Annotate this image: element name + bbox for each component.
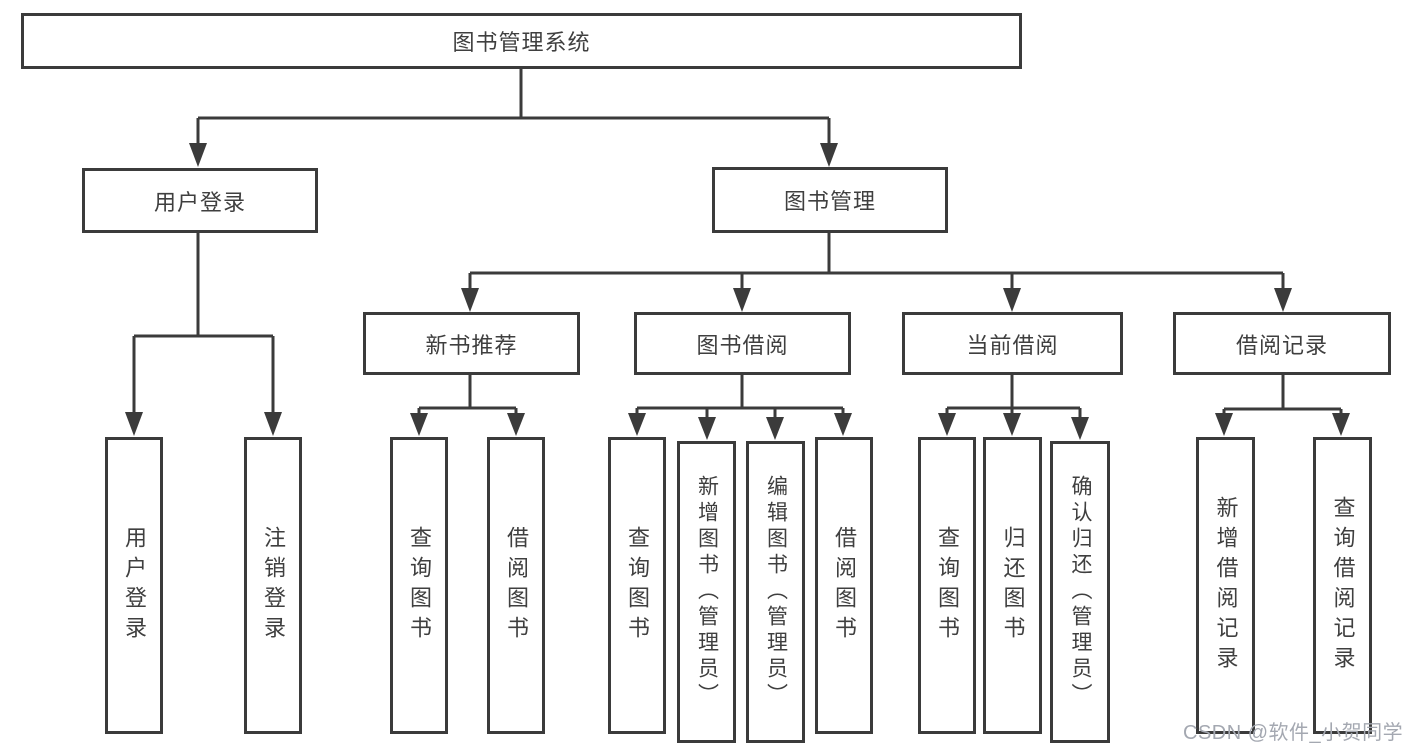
node-leaf-edit-books-admin: 编辑图书（管理员） [746, 441, 805, 743]
node-borrowing-records: 借阅记录 [1173, 312, 1391, 375]
node-user-login: 用户登录 [82, 168, 318, 233]
node-leaf-return-books: 归还图书 [983, 437, 1042, 734]
node-leaf-query-books-newbook: 查询图书 [390, 437, 448, 734]
node-leaf-query-books-borrowing: 查询图书 [608, 437, 666, 734]
arrowheads [125, 143, 1350, 440]
node-leaf-confirm-return-admin: 确认归还（管理员） [1050, 441, 1110, 743]
node-library-management-system: 图书管理系统 [21, 13, 1022, 69]
node-leaf-borrow-books-newbook: 借阅图书 [487, 437, 545, 734]
connector-wires [132, 68, 1343, 420]
node-leaf-query-borrow-record: 查询借阅记录 [1313, 437, 1372, 734]
node-book-management: 图书管理 [712, 167, 948, 233]
node-current-borrowing: 当前借阅 [902, 312, 1123, 375]
node-leaf-add-books-admin: 新增图书（管理员） [677, 441, 736, 743]
node-leaf-query-books-current: 查询图书 [918, 437, 976, 734]
node-leaf-user-login: 用户登录 [105, 437, 163, 734]
node-leaf-logout: 注销登录 [244, 437, 302, 734]
node-leaf-borrow-books-borrowing: 借阅图书 [815, 437, 873, 734]
node-new-book-recommendation: 新书推荐 [363, 312, 580, 375]
csdn-watermark: CSDN @软件_小贺同学 [1183, 722, 1404, 744]
node-leaf-add-borrow-record: 新增借阅记录 [1196, 437, 1255, 734]
node-book-borrowing: 图书借阅 [634, 312, 851, 375]
